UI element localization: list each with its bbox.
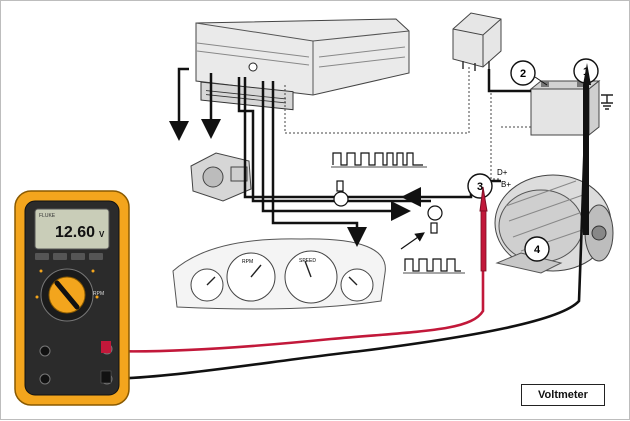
callout-2-number: 2 (520, 68, 526, 80)
b-plus-terminal-label: B+ (501, 180, 511, 189)
instrument-cluster: RPM SPEED (172, 238, 386, 310)
pulse-waveform-upper (331, 152, 427, 207)
meter-reading: 12.60 (55, 224, 95, 241)
callout-2: 2 (510, 60, 548, 86)
callout-3: 3 (467, 173, 493, 199)
callout-3-number: 3 (477, 181, 483, 193)
actuator (190, 152, 252, 202)
callout-4-number: 4 (534, 244, 541, 256)
meter-unit: V (99, 230, 105, 239)
d-plus-terminal-label: D+ (497, 168, 508, 177)
pulse-waveform-lower (400, 205, 465, 274)
battery (529, 79, 613, 137)
diagram-caption: Voltmeter (521, 384, 605, 406)
control-module (195, 18, 410, 111)
black-test-lead (108, 80, 589, 381)
red-test-lead (108, 201, 485, 353)
callout-4: 4 (524, 236, 550, 262)
speed-gauge-label: SPEED (299, 258, 316, 264)
meter-range-label: RPM (93, 291, 104, 297)
black-probe (583, 63, 591, 85)
meter-brand: FLUKE (39, 213, 56, 219)
alternator (494, 174, 614, 274)
multimeter: FLUKE 12.60 V RPM (14, 190, 130, 406)
relay (452, 12, 502, 71)
dotted-wiring (284, 67, 531, 180)
rpm-gauge-label: RPM (242, 259, 253, 265)
